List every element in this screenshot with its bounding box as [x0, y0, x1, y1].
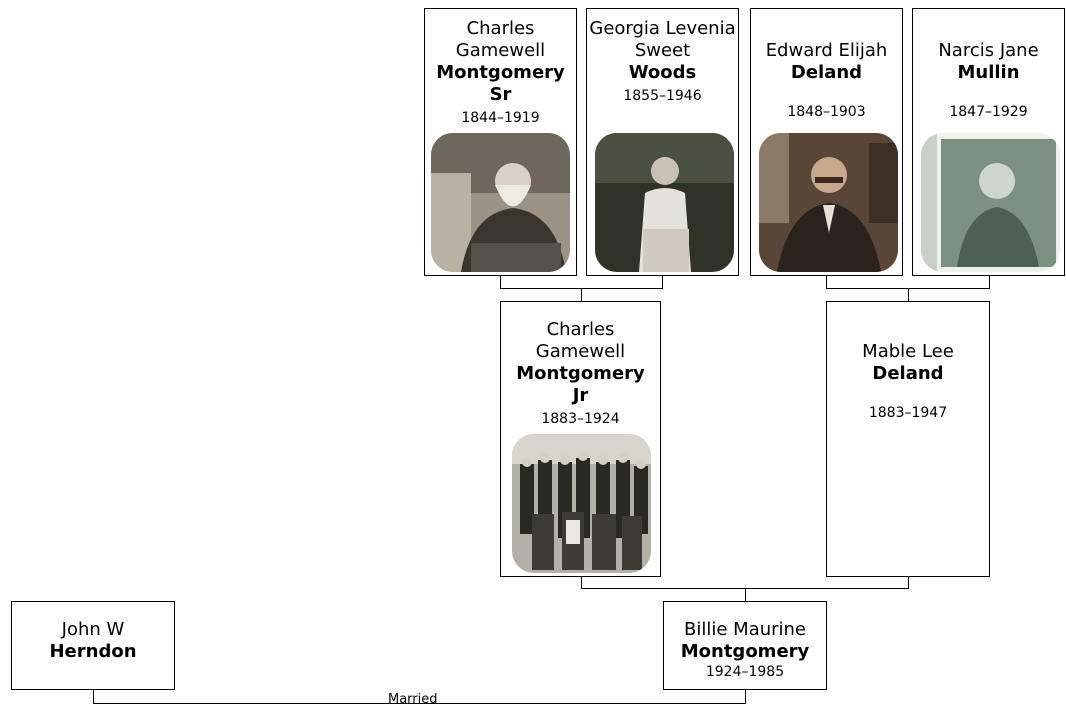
- person-card-billie-maurine-montgomery[interactable]: Billie Maurine Montgomery 1924–1985: [663, 601, 827, 690]
- connector-line: [745, 588, 746, 601]
- given-name: Charles Gamewell: [455, 18, 546, 61]
- surname: Montgomery Sr: [436, 62, 565, 105]
- surname: Montgomery Jr: [516, 363, 645, 406]
- life-dates: 1883–1924: [541, 411, 620, 427]
- photo-image: [759, 133, 898, 272]
- person-card-john-w-herndon[interactable]: John W Herndon: [11, 601, 175, 690]
- connector-line: [826, 276, 827, 289]
- person-card-mable-lee-deland[interactable]: Mable Lee Deland 1883–1947: [826, 301, 990, 577]
- connector-line: [989, 276, 990, 289]
- given-name: Edward Elijah: [765, 40, 888, 61]
- surname: Deland: [872, 363, 944, 384]
- life-dates: 1883–1947: [868, 405, 948, 421]
- surname: Mullin: [957, 62, 1020, 83]
- given-name: Mable Lee: [862, 341, 954, 362]
- person-card-charles-gamewell-montgomery-sr[interactable]: Charles Gamewell Montgomery Sr 1844–1919: [424, 8, 577, 276]
- connector-line: [908, 577, 909, 589]
- connector-line: [500, 276, 501, 289]
- life-dates: 1924–1985: [705, 664, 785, 680]
- marriage-line: [745, 690, 746, 704]
- given-name: Georgia Levenia Sweet: [589, 18, 736, 61]
- photo-image: [595, 133, 734, 272]
- given-name: Billie Maurine: [683, 619, 806, 640]
- surname: Deland: [790, 62, 863, 83]
- person-card-charles-gamewell-montgomery-jr[interactable]: Charles Gamewell Montgomery Jr 1883–1924: [500, 301, 661, 577]
- photo-image: [512, 434, 651, 573]
- given-name: Narcis Jane: [938, 40, 1039, 61]
- connector-line: [581, 577, 582, 589]
- person-card-edward-elijah-deland[interactable]: Edward Elijah Deland 1848–1903: [750, 8, 903, 276]
- marriage-line: [93, 690, 94, 704]
- given-name: Charles Gamewell: [535, 319, 626, 362]
- life-dates: 1855–1946: [623, 88, 702, 104]
- portrait-photo: [921, 133, 1060, 272]
- marriage-line: [93, 703, 746, 704]
- life-dates: 1848–1903: [787, 104, 866, 120]
- surname: Herndon: [49, 641, 137, 662]
- life-dates: 1847–1929: [949, 104, 1028, 120]
- person-card-georgia-levenia-sweet-woods[interactable]: Georgia Levenia Sweet Woods 1855–1946: [586, 8, 739, 276]
- surname: Woods: [628, 62, 697, 83]
- group-photo: [512, 434, 651, 573]
- photo-image: [921, 133, 1060, 272]
- given-name: John W: [61, 619, 125, 640]
- connector-line: [908, 288, 909, 301]
- connector-line: [581, 288, 582, 301]
- life-dates: 1844–1919: [461, 110, 540, 126]
- portrait-photo: [595, 133, 734, 272]
- photo-image: [431, 133, 570, 272]
- portrait-photo: [759, 133, 898, 272]
- relationship-label: Married: [388, 692, 438, 707]
- person-card-narcis-jane-mullin[interactable]: Narcis Jane Mullin 1847–1929: [912, 8, 1065, 276]
- surname: Montgomery: [680, 641, 810, 662]
- portrait-photo: [431, 133, 570, 272]
- connector-line: [662, 276, 663, 289]
